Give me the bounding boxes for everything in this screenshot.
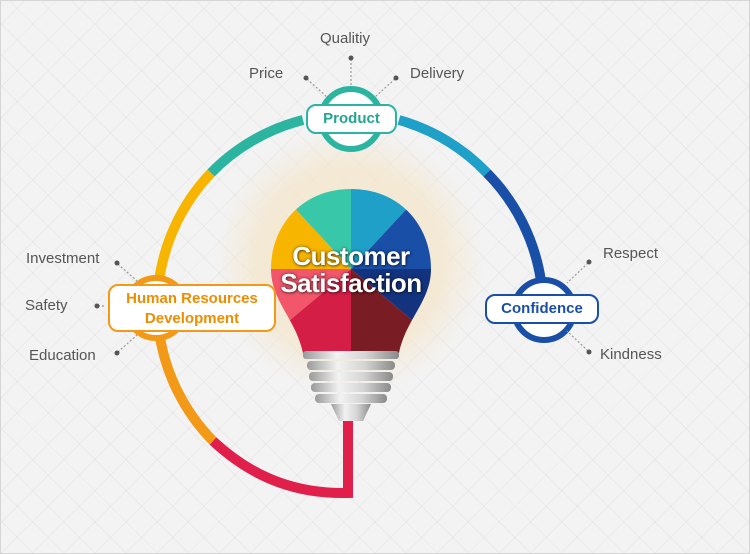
hr-item-investment: Investment xyxy=(26,250,100,267)
ring-segment-yellow xyxy=(154,169,215,282)
hr-label-line2: Development xyxy=(144,310,240,327)
ring-segment-blue-right xyxy=(483,169,546,282)
product-node-label: Product xyxy=(306,104,397,134)
hr-label-line1: Human Resources xyxy=(126,290,258,307)
bulb-base xyxy=(303,351,399,421)
ring-segment-blue-top xyxy=(397,115,491,177)
confidence-item-kindness: Kindness xyxy=(600,346,662,363)
confidence-item-respect: Respect xyxy=(603,245,659,262)
ring-segment-red xyxy=(209,421,353,499)
bulb-head xyxy=(271,189,431,353)
product-item-price: Price xyxy=(249,65,284,82)
confidence-node-label: Confidence xyxy=(485,294,599,324)
center-title-line1: Customer xyxy=(292,241,410,271)
center-title-line2: Satisfaction xyxy=(280,268,422,298)
ring-segment-teal-left xyxy=(207,115,305,177)
ring-segment-orange xyxy=(154,330,217,445)
connector-dots xyxy=(94,55,592,356)
cycle-ring xyxy=(154,115,546,499)
hr-item-safety: Safety xyxy=(25,297,68,314)
hr-node-label: Human Resources Development xyxy=(108,284,276,332)
product-item-quality: Qualitiy xyxy=(320,30,371,47)
connector-lines xyxy=(98,59,589,353)
product-item-delivery: Delivery xyxy=(410,65,465,82)
hr-item-education: Education xyxy=(29,347,96,364)
